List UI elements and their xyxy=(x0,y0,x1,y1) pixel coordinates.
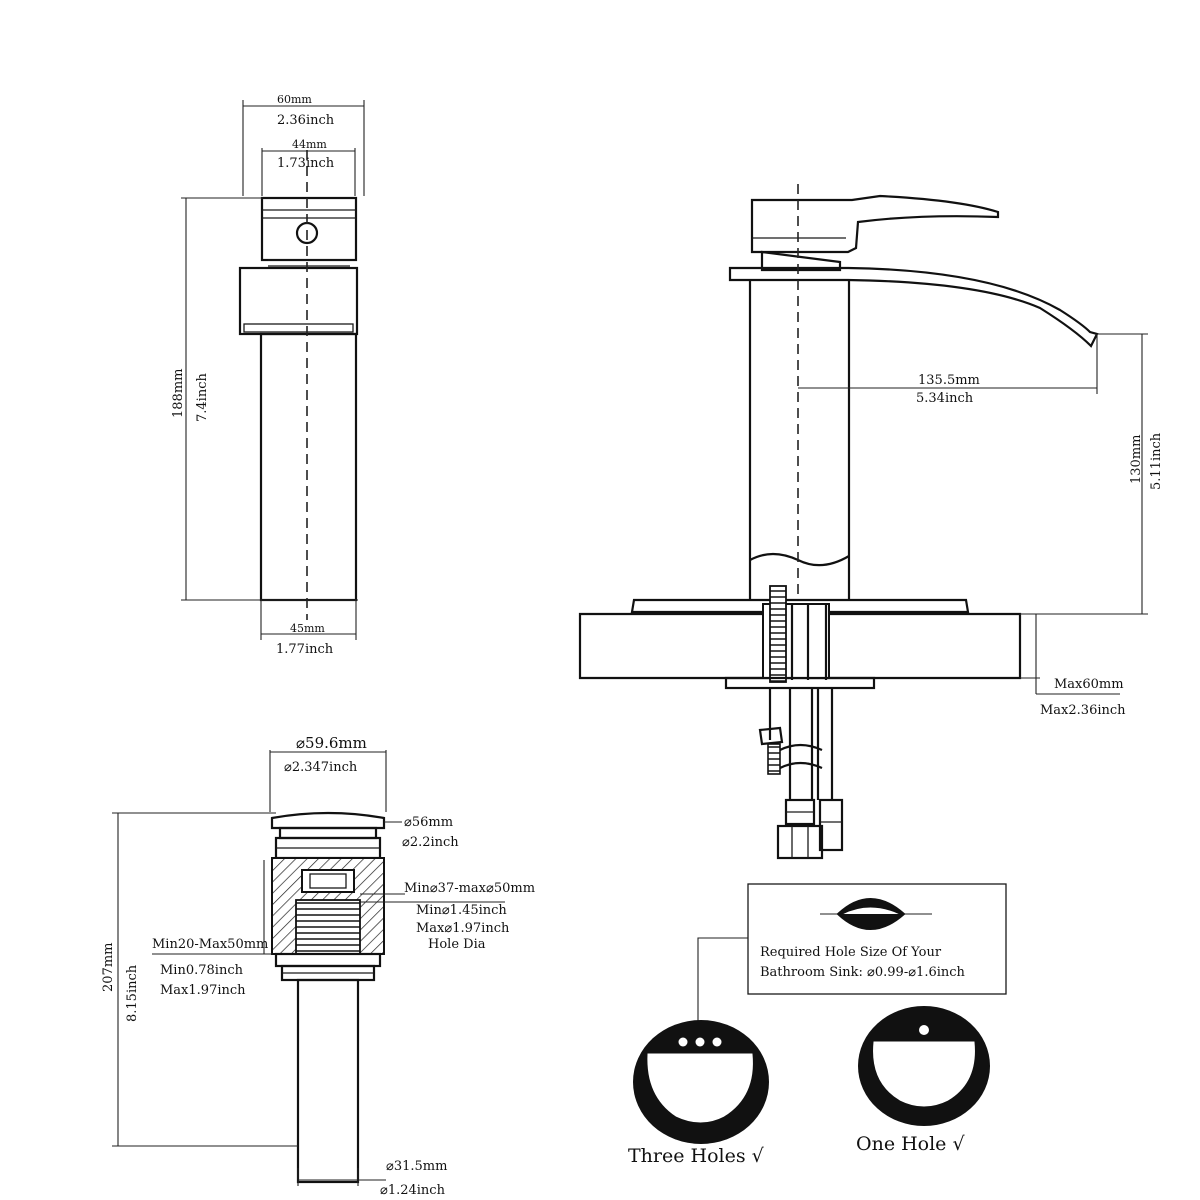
label-drain-height-mm: 207mm xyxy=(101,943,116,992)
faucet-spout xyxy=(728,266,1099,348)
label-cap-dia-mm: ⌀59.6mm xyxy=(296,734,367,752)
label-pipe-dia-mm: ⌀31.5mm xyxy=(386,1159,447,1174)
drain-cap xyxy=(270,811,386,830)
label-max-deck-in: Max2.36inch xyxy=(1040,703,1126,718)
hole-size-info: Required Hole Size Of Your Bathroom Sink… xyxy=(697,883,1007,1032)
label-spout-height-in: 5.11inch xyxy=(1149,432,1164,490)
label-hole-dia: Hole Dia xyxy=(428,937,486,952)
label-max-deck-mm: Max60mm xyxy=(1054,677,1124,692)
label-top-width-mm: 60mm xyxy=(277,93,312,106)
hole-info-line2: Bathroom Sink: ⌀0.99-⌀1.6inch xyxy=(760,965,966,980)
label-thickness-mm: Min20-Max50mm xyxy=(152,937,268,952)
label-hole-max-in: Max⌀1.97inch xyxy=(416,921,510,936)
mounting-nut-plate xyxy=(724,676,876,690)
label-flange-dia-in: ⌀2.2inch xyxy=(402,835,459,850)
faucet-pipe xyxy=(259,332,358,602)
sink-one-hole: One Hole √ xyxy=(856,1006,990,1155)
faucet-front-view: 135.5mm 5.34inch 130mm 5.11inch Max60mm … xyxy=(578,184,1164,860)
mounting-bolt xyxy=(769,585,787,683)
label-hole-min-in: Min⌀1.45inch xyxy=(416,903,507,918)
label-reach-mm: 135.5mm xyxy=(918,373,980,388)
label-inner-width-in: 1.73inch xyxy=(277,156,335,171)
label-base-width-mm: 45mm xyxy=(290,622,325,635)
drain-thread xyxy=(295,899,361,955)
label-height-mm: 188mm xyxy=(171,369,186,418)
handle-side-view: 60mm 2.36inch 44mm 1.73inch 188mm 7.4inc… xyxy=(171,93,365,657)
label-top-width-in: 2.36inch xyxy=(277,113,335,128)
label-base-width-in: 1.77inch xyxy=(276,642,334,657)
label-flange-dia-mm: ⌀56mm xyxy=(404,815,453,830)
label-thickness-min-in: Min0.78inch xyxy=(160,963,244,978)
label-drain-height-in: 8.15inch xyxy=(125,964,140,1022)
deck-flange xyxy=(630,598,970,614)
drain-view: ⌀59.6mm ⌀2.347inch ⌀56mm ⌀2.2inch Min⌀37… xyxy=(101,734,535,1198)
label-three-holes: Three Holes √ xyxy=(628,1145,765,1167)
label-height-in: 7.4inch xyxy=(195,373,210,422)
label-spout-height-mm: 130mm xyxy=(1129,435,1144,484)
handle-block xyxy=(260,196,358,262)
label-inner-width-mm: 44mm xyxy=(292,138,327,151)
label-hole-dia-mm: Min⌀37-max⌀50mm xyxy=(404,881,535,896)
hole-info-line1: Required Hole Size Of Your xyxy=(760,945,942,960)
label-pipe-dia-in: ⌀1.24inch xyxy=(380,1183,446,1198)
sink-three-holes: Three Holes √ xyxy=(628,1020,769,1167)
hole-info-box xyxy=(747,883,1007,995)
drain-tail-pipe xyxy=(296,978,360,1184)
label-one-hole: One Hole √ xyxy=(856,1133,965,1155)
label-cap-dia-in: ⌀2.347inch xyxy=(284,760,358,775)
label-thickness-max-in: Max1.97inch xyxy=(160,983,246,998)
faucet-handle xyxy=(750,194,1000,254)
label-reach-in: 5.34inch xyxy=(916,391,974,406)
